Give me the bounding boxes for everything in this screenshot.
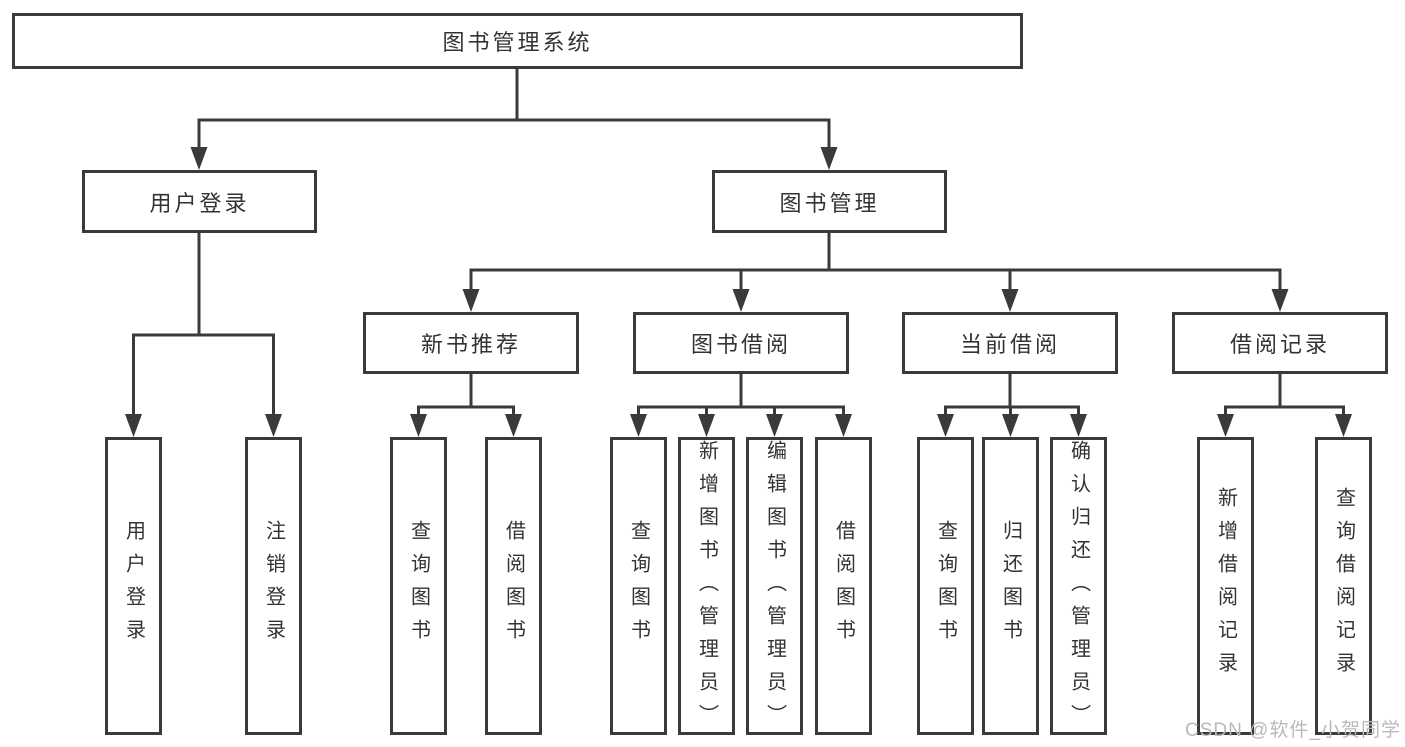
node-root: 图书管理系统 bbox=[12, 13, 1023, 69]
arrowhead-icon bbox=[1335, 414, 1352, 437]
arrowhead-icon bbox=[190, 147, 208, 170]
leaf-query-book-borrow: 查询图书 bbox=[610, 437, 667, 735]
connector-line bbox=[469, 231, 1282, 272]
arrowhead-icon bbox=[835, 414, 852, 437]
leaf-label: 借阅图书 bbox=[832, 520, 855, 652]
leaf-borrow-book-recommend: 借阅图书 bbox=[485, 437, 542, 735]
arrowhead-icon bbox=[937, 414, 954, 437]
leaf-label: 新增借阅记录 bbox=[1214, 487, 1237, 685]
leaf-label: 借阅图书 bbox=[502, 520, 525, 652]
leaf-user-login: 用户登录 bbox=[105, 437, 162, 735]
arrowhead-icon bbox=[1070, 414, 1087, 437]
leaf-label: 查询借阅记录 bbox=[1332, 487, 1355, 685]
arrowhead-icon bbox=[125, 414, 142, 437]
leaf-return-book: 归还图书 bbox=[982, 437, 1039, 735]
leaf-label: 查询图书 bbox=[934, 520, 957, 652]
leaf-borrow-book: 借阅图书 bbox=[815, 437, 872, 735]
arrowhead-icon bbox=[265, 414, 282, 437]
watermark: CSDN @软件_小贺同学 bbox=[1185, 720, 1401, 741]
connector-line bbox=[417, 372, 515, 409]
arrowhead-icon bbox=[630, 414, 647, 437]
arrowhead-icon bbox=[410, 414, 427, 437]
arrowhead-icon bbox=[698, 414, 715, 437]
leaf-confirm-return-admin: 确认归还（管理员） bbox=[1050, 437, 1107, 737]
node-current-borrow: 当前借阅 bbox=[902, 312, 1118, 374]
leaf-label: 查询图书 bbox=[407, 520, 430, 652]
leaf-label: 查询图书 bbox=[627, 520, 650, 652]
node-book-borrow: 图书借阅 bbox=[633, 312, 849, 374]
leaf-label: 用户登录 bbox=[122, 520, 145, 652]
arrowhead-icon bbox=[1271, 289, 1289, 312]
leaf-add-book-admin: 新增图书（管理员） bbox=[678, 437, 735, 737]
connector-line bbox=[637, 372, 845, 409]
leaf-label: 注销登录 bbox=[262, 520, 285, 652]
arrowhead-icon bbox=[1001, 289, 1019, 312]
arrowhead-icon bbox=[766, 414, 783, 437]
arrowhead-icon bbox=[1217, 414, 1234, 437]
node-new-book-recommend: 新书推荐 bbox=[363, 312, 579, 374]
connector-line bbox=[132, 231, 275, 337]
leaf-label: 新增图书（管理员） bbox=[695, 440, 718, 737]
node-user-login: 用户登录 bbox=[82, 170, 317, 233]
connector-line bbox=[1224, 372, 1345, 409]
arrowhead-icon bbox=[1002, 414, 1019, 437]
leaf-query-book-recommend: 查询图书 bbox=[390, 437, 447, 735]
arrowhead-icon bbox=[505, 414, 522, 437]
arrowhead-icon bbox=[820, 147, 838, 170]
leaf-label: 编辑图书（管理员） bbox=[763, 440, 786, 737]
leaf-query-book-current: 查询图书 bbox=[917, 437, 974, 735]
leaf-label: 归还图书 bbox=[999, 520, 1022, 652]
leaf-edit-book-admin: 编辑图书（管理员） bbox=[746, 437, 803, 737]
leaf-add-borrow-record: 新增借阅记录 bbox=[1197, 437, 1254, 735]
connector-line bbox=[944, 372, 1080, 409]
arrowhead-icon bbox=[732, 289, 750, 312]
arrowhead-icon bbox=[462, 289, 480, 312]
connector-line bbox=[197, 67, 831, 122]
node-borrow-records: 借阅记录 bbox=[1172, 312, 1388, 374]
leaf-logout: 注销登录 bbox=[245, 437, 302, 735]
leaf-label: 确认归还（管理员） bbox=[1067, 440, 1090, 737]
leaf-query-borrow-record: 查询借阅记录 bbox=[1315, 437, 1372, 735]
node-book-management: 图书管理 bbox=[712, 170, 947, 233]
